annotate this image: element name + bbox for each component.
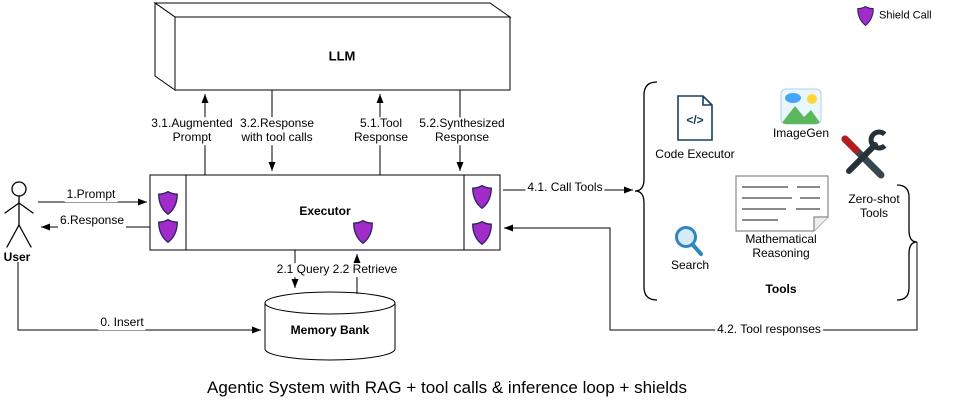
hills-shape <box>781 106 821 124</box>
memory-bank-lid <box>264 291 396 315</box>
image-icon <box>780 88 822 125</box>
executor-box <box>149 174 501 251</box>
llm-box-top <box>153 2 512 18</box>
stick-figure-icon <box>4 181 34 248</box>
code-glyph: </> <box>686 113 703 127</box>
imagegen-label: ImageGen <box>772 126 830 141</box>
edge-insert <box>17 262 261 334</box>
diagram-caption: Agentic System with RAG + tool calls & i… <box>206 378 688 398</box>
edge-label-call-tools: 4.1. Call Tools <box>525 180 605 195</box>
edge-label-insert: 0. Insert <box>98 315 146 330</box>
edge-label-tool-response: 5.1.Tool Response <box>351 116 411 145</box>
stick-head <box>11 181 27 197</box>
math-document-icon <box>735 175 829 232</box>
edge-label-retrieve: 2.2 Retrieve <box>330 262 400 277</box>
tools-group-label: Tools <box>765 282 797 297</box>
search-icon <box>675 226 703 256</box>
edge-label-response: 6.Response <box>57 213 127 228</box>
legend-label: Shield Call <box>879 9 932 22</box>
sun-shape <box>807 94 817 104</box>
edge-label-augmented-prompt: 3.1.Augmented Prompt <box>149 116 235 145</box>
code-executor-label: Code Executor <box>655 147 735 162</box>
executor-label: Executor <box>299 204 351 219</box>
llm-label: LLM <box>328 48 356 64</box>
tools-left-brace <box>634 81 658 301</box>
memory-bank-node <box>264 291 396 361</box>
equation-lines <box>742 186 820 221</box>
edge-label-query: 2.1 Query <box>274 262 332 277</box>
tools-right-brace <box>896 184 918 301</box>
legend-shield-icon <box>857 6 874 26</box>
memory-bank-label: Memory Bank <box>290 323 370 338</box>
code-file-icon: </> <box>677 95 713 141</box>
executor-node <box>149 174 501 251</box>
memory-bank-body <box>264 303 396 361</box>
llm-box-side <box>154 2 176 91</box>
edge-label-synthesized-response: 5.2.Synthesized Response <box>417 116 507 145</box>
edge-label-response-tool-calls: 3.2.Response with tool calls <box>237 116 317 145</box>
llm-box-front <box>174 16 511 91</box>
user-label: User <box>3 250 31 265</box>
search-label: Search <box>670 258 710 273</box>
cloud-shape <box>785 93 801 103</box>
zero-shot-tools-label: Zero-shot Tools <box>848 192 900 220</box>
llm-node <box>153 2 512 91</box>
edge-label-prompt: 1.Prompt <box>64 187 118 202</box>
edge-label-tool-responses: 4.2. Tool responses <box>715 322 823 337</box>
edge-tool-responses <box>504 224 918 331</box>
math-reasoning-label: Mathematical Reasoning <box>745 232 817 260</box>
crossed-tools-icon <box>841 129 887 179</box>
